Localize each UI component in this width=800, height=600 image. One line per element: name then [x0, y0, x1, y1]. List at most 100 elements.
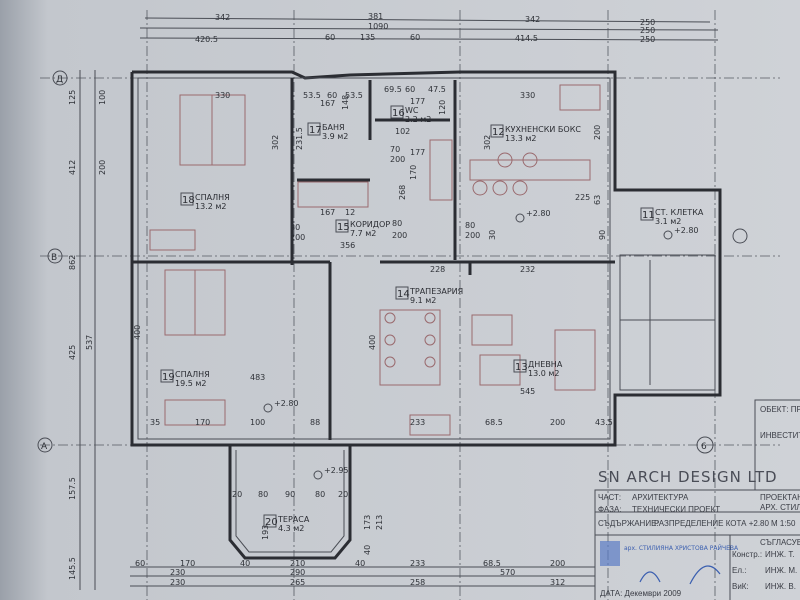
part-label: ЧАСТ: — [598, 493, 621, 502]
signature — [639, 565, 721, 585]
level-mark: +2.80 — [663, 226, 699, 240]
dimension-interior: 177 — [410, 97, 425, 106]
investor-label: ИНВЕСТИТО — [760, 431, 800, 440]
dimension-interior: 228 — [430, 265, 445, 274]
room-number: 18 — [182, 195, 195, 206]
dimension-interior: 330 — [520, 91, 535, 100]
dimension-interior: 483 — [250, 373, 265, 382]
dimension-top: 381 — [368, 12, 383, 21]
level-symbol-icon — [263, 403, 273, 413]
dimension-left: 157.5 — [68, 477, 77, 500]
room-area: 13.0 м2 — [528, 369, 559, 378]
dimension-interior: 30 — [488, 230, 497, 240]
room-area: 7.7 м2 — [350, 229, 376, 238]
dimension-interior: 100 — [250, 418, 265, 427]
level-mark: +2.95 — [313, 466, 349, 480]
dimension-interior: 200 — [390, 155, 405, 164]
dimension-bottom: 80 — [258, 490, 268, 499]
dimension-top: 414.5 — [515, 34, 538, 43]
room-number: 20 — [265, 517, 278, 528]
room-area: 13.2 м2 — [195, 202, 226, 211]
level-symbol-icon — [663, 230, 673, 240]
dimension-top: 60 — [410, 33, 420, 42]
dimension-interior: 148 — [341, 95, 350, 110]
el-value: ИНЖ. М. — [765, 566, 797, 575]
dimension-interior: 177 — [410, 148, 425, 157]
room-area: 4.3 м2 — [278, 524, 304, 533]
dimension-interior: 170 — [195, 418, 210, 427]
dimension-interior: 170 — [409, 165, 418, 180]
dimension-bottom: 40 — [240, 559, 250, 568]
dimension-interior: 232 — [520, 265, 535, 274]
dimension-interior: 47.5 — [428, 85, 446, 94]
room-area: 13.3 м2 — [505, 134, 536, 143]
constr-label: Констр.: — [732, 550, 762, 559]
room-name: WC — [405, 106, 419, 115]
room-number: 13 — [515, 362, 528, 373]
dimension-interior: 80 — [465, 221, 475, 230]
level-value: +2.80 — [274, 399, 299, 408]
designer-value: АРХ. СТИЛИ — [760, 503, 800, 512]
dimension-interior: 200 — [392, 231, 407, 240]
dimension-bottom: 40 — [355, 559, 365, 568]
dimension-top: 342 — [215, 13, 230, 22]
room-area: 3.9 м2 — [322, 132, 348, 141]
dimension-left: 100 — [98, 90, 107, 105]
room-name: СТ. КЛЕТКА — [655, 208, 704, 217]
dimension-top: 342 — [525, 15, 540, 24]
dimension-interior: 233 — [410, 418, 425, 427]
dimension-top: 135 — [360, 33, 375, 42]
dimension-left: 125 — [68, 90, 77, 105]
axis-label-row: В — [51, 253, 57, 263]
date-value: ДАТА: Декември 2009 — [600, 589, 682, 598]
room-number-box — [160, 369, 174, 383]
dimension-left: 145.5 — [68, 557, 77, 580]
dimension-interior: 400 — [368, 335, 377, 350]
axis-label-row: А — [41, 442, 48, 452]
dimension-interior: 545 — [520, 387, 535, 396]
dimension-top: 250 — [640, 35, 655, 44]
dimension-interior: 200 — [465, 231, 480, 240]
dimension-interior: 330 — [215, 91, 230, 100]
dimension-interior: 43.5 — [595, 418, 613, 427]
content-value: РАЗПРЕДЕЛЕНИЕ КОТА +2.80 — [654, 519, 769, 528]
designer-label: ПРОЕКТАН — [760, 493, 800, 502]
dimension-top: 250 — [640, 18, 655, 27]
room-name: СПАЛНЯ — [195, 193, 230, 202]
room-name: ТРАПЕЗАРИЯ — [409, 287, 463, 296]
dimension-bottom: 170 — [180, 559, 195, 568]
dimension-bottom: 40 — [363, 545, 372, 555]
room-number-box — [307, 122, 321, 136]
dimension-interior: 70 — [390, 145, 400, 154]
dimension-interior: 68.5 — [485, 418, 503, 427]
dimension-bottom: 265 — [290, 578, 305, 587]
room-number: 11 — [642, 210, 655, 221]
room-number-box — [490, 124, 504, 138]
room-number-box — [180, 192, 194, 206]
axis-label-row: Д — [56, 75, 63, 85]
el-label: Ел.: — [732, 566, 746, 575]
constr-value: ИНЖ. Т. — [765, 550, 795, 559]
level-marks: +2.80+2.80+2.80+2.95 — [263, 209, 699, 480]
room-name: КОРИДОР — [350, 220, 390, 229]
dimension-left: 862 — [68, 255, 77, 270]
walls — [130, 70, 722, 560]
dimension-interior: 90 — [598, 230, 607, 240]
room-number: 12 — [492, 127, 505, 138]
dimension-interior: 400 — [133, 325, 142, 340]
level-value: +2.80 — [674, 226, 699, 235]
dimension-bottom: 193 — [261, 525, 270, 540]
dimension-interior: 80 — [392, 219, 402, 228]
dimension-interior: 53.5 — [303, 91, 321, 100]
room-number-box — [263, 514, 277, 528]
dimension-interior: 225 — [575, 193, 590, 202]
room-number-box — [513, 359, 527, 373]
axis-label-col: 6 — [701, 442, 707, 452]
dimension-bottom: 290 — [290, 568, 305, 577]
